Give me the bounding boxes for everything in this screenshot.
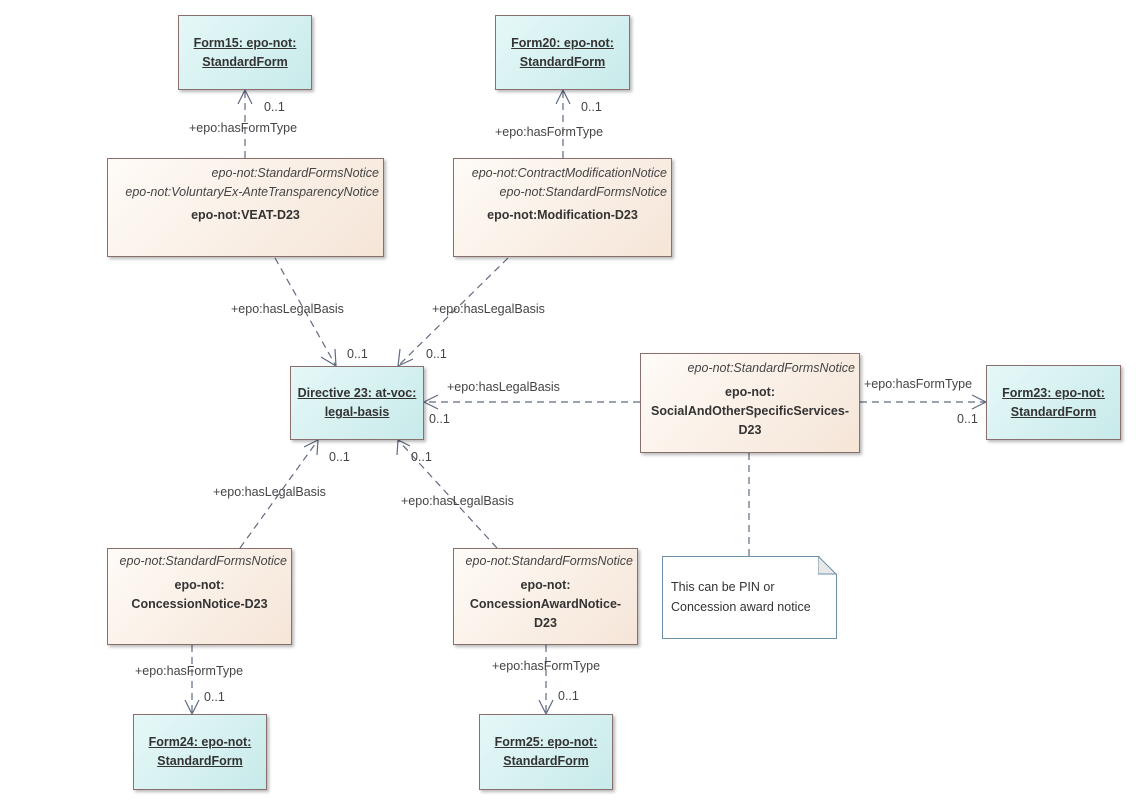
connector-concession-directive xyxy=(239,439,319,549)
social-name-1: epo-not: xyxy=(725,385,775,399)
modification-class[interactable]: epo-not:ContractModificationNotice epo-n… xyxy=(453,158,672,257)
award-name-2: ConcessionAwardNotice- xyxy=(469,597,622,611)
form24-instance[interactable]: Form24: epo-not: StandardForm xyxy=(133,714,267,790)
form15-instance[interactable]: Form15: epo-not: StandardForm xyxy=(178,15,312,90)
mult-form24: 0..1 xyxy=(204,690,225,704)
label-haslegalbasis-mod: +epo:hasLegalBasis xyxy=(432,302,545,316)
form15-title: Form15: epo-not: xyxy=(193,35,297,50)
veat-name: epo-not:VEAT-D23 xyxy=(191,208,300,222)
note-line-2: Concession award notice xyxy=(671,600,811,614)
award-name-3: D23 xyxy=(534,616,557,630)
mult-form20: 0..1 xyxy=(581,100,602,114)
mult-veat-directive: 0..1 xyxy=(347,347,368,361)
label-hasformtype-social: +epo:hasFormType xyxy=(864,377,973,391)
mult-concession-directive: 0..1 xyxy=(329,450,350,464)
award-name-1: epo-not: xyxy=(520,578,571,592)
veat-stereotype-2: epo-not:VoluntaryEx-AnteTransparencyNoti… xyxy=(125,185,379,199)
form25-title: Form25: epo-not: xyxy=(494,735,598,749)
mult-mod-directive: 0..1 xyxy=(426,347,447,361)
concession-name-1: epo-not: xyxy=(174,578,225,592)
directive23-title: Directive 23: at-voc: xyxy=(297,386,417,400)
award-stereotype: epo-not:StandardFormsNotice xyxy=(465,554,633,568)
connector-mod-directive xyxy=(397,257,509,367)
label-hasformtype-concession: +epo:hasFormType xyxy=(135,664,244,678)
social-stereotype: epo-not:StandardFormsNotice xyxy=(687,361,855,375)
note[interactable]: This can be PIN or Concession award noti… xyxy=(662,556,837,639)
form23-title: Form23: epo-not: xyxy=(1002,385,1105,400)
note-fold-corner xyxy=(818,556,837,575)
directive23-instance[interactable]: Directive 23: at-voc: legal-basis xyxy=(290,366,424,440)
modification-stereotype-1: epo-not:ContractModificationNotice xyxy=(471,166,667,180)
label-hasformtype-award: +epo:hasFormType xyxy=(492,659,601,673)
label-hasformtype-mod: +epo:hasFormType xyxy=(495,125,604,139)
form20-instance[interactable]: Form20: epo-not: StandardForm xyxy=(495,15,630,90)
connector-award-directive xyxy=(397,439,498,549)
form25-instance[interactable]: Form25: epo-not: StandardForm xyxy=(479,714,613,790)
label-haslegalbasis-concession: +epo:hasLegalBasis xyxy=(213,485,326,499)
veat-stereotype-1: epo-not:StandardFormsNotice xyxy=(211,166,379,180)
mult-award-directive: 0..1 xyxy=(411,450,432,464)
label-hasformtype-veat: +epo:hasFormType xyxy=(189,121,298,135)
concession-notice-class[interactable]: epo-not:StandardFormsNotice epo-not: Con… xyxy=(107,548,292,645)
form20-type: StandardForm xyxy=(519,54,606,69)
connector-veat-directive xyxy=(274,257,337,367)
arrowhead-form15 xyxy=(237,88,253,105)
mult-form23: 0..1 xyxy=(957,412,978,426)
note-line-1: This can be PIN or xyxy=(671,580,775,594)
mult-form15: 0..1 xyxy=(264,100,285,114)
form23-instance[interactable]: Form23: epo-not: StandardForm xyxy=(986,365,1121,440)
concession-award-class[interactable]: epo-not:StandardFormsNotice epo-not: Con… xyxy=(453,548,638,645)
form24-title: Form24: epo-not: xyxy=(148,735,252,749)
form24-type: StandardForm xyxy=(157,754,243,768)
social-name-2: SocialAndOtherSpecificServices- xyxy=(651,404,849,418)
mult-social-directive: 0..1 xyxy=(429,412,450,426)
arrowhead-form20 xyxy=(555,88,571,105)
form20-title: Form20: epo-not: xyxy=(511,35,614,50)
form15-type: StandardForm xyxy=(202,54,288,69)
directive23-type: legal-basis xyxy=(324,405,390,419)
concession-stereotype: epo-not:StandardFormsNotice xyxy=(119,554,287,568)
label-haslegalbasis-award: +epo:hasLegalBasis xyxy=(401,494,514,508)
label-haslegalbasis-veat: +epo:hasLegalBasis xyxy=(231,302,344,316)
social-services-class[interactable]: epo-not:StandardFormsNotice epo-not: Soc… xyxy=(640,353,860,453)
arrowhead-concession-directive xyxy=(303,438,319,456)
modification-stereotype-2: epo-not:StandardFormsNotice xyxy=(499,185,667,199)
social-name-3: D23 xyxy=(738,423,762,437)
label-haslegalbasis-social: +epo:hasLegalBasis xyxy=(447,380,560,394)
modification-name: epo-not:Modification-D23 xyxy=(487,208,638,222)
form23-type: StandardForm xyxy=(1010,404,1097,419)
form25-type: StandardForm xyxy=(503,754,589,768)
veat-class[interactable]: epo-not:StandardFormsNotice epo-not:Volu… xyxy=(107,158,384,257)
arrowhead-social-directive xyxy=(422,394,439,410)
arrowhead-award-directive xyxy=(396,439,411,456)
arrowhead-veat-directive xyxy=(320,348,337,368)
concession-name-2: ConcessionNotice-D23 xyxy=(131,597,268,611)
mult-form25: 0..1 xyxy=(558,689,579,703)
